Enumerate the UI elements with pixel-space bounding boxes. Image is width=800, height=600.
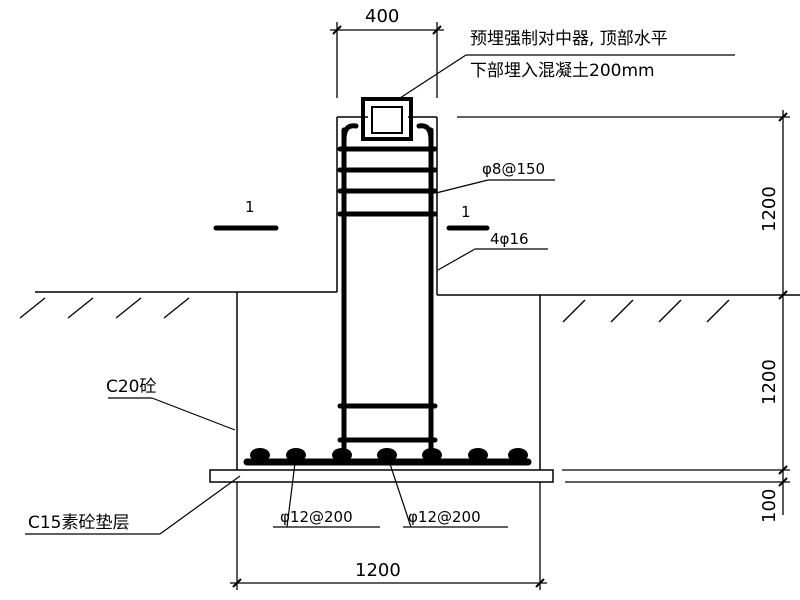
foundation-outline (236, 292, 541, 470)
ground-line (35, 291, 800, 296)
dim-base-width (230, 482, 547, 590)
section-marker-left: 1 (213, 198, 279, 231)
section-label-right: 1 (461, 203, 471, 221)
dim-post-width (330, 22, 444, 98)
post-outline (336, 116, 438, 295)
main-bars-label: 4φ16 (490, 230, 529, 248)
centering-device (361, 97, 413, 141)
bedding-layer-label: C15素砼垫层 (28, 513, 130, 533)
ground-hatch (19, 297, 730, 323)
stirrups (337, 146, 438, 443)
rebar-label-right: φ12@200 (408, 508, 481, 526)
leader-lines (25, 54, 735, 535)
rebar-label-left: φ12@200 (280, 508, 353, 526)
section-label-left: 1 (245, 198, 255, 216)
dim-height-below: 1200 (759, 359, 780, 405)
dim-post-width-label: 400 (365, 6, 399, 27)
dim-base-width-label: 1200 (355, 560, 401, 581)
main-bars (341, 123, 434, 455)
dim-bedding: 100 (759, 489, 780, 523)
section-marker-right: 1 (446, 203, 490, 231)
bedding-layer (209, 469, 554, 483)
note-line-2: 下部埋入混凝土200mm (470, 61, 655, 81)
stirrup-label: φ8@150 (482, 160, 545, 178)
note-line-1: 预埋强制对中器, 顶部水平 (470, 29, 668, 49)
concrete-label: C20砼 (106, 377, 157, 397)
dim-vertical (457, 110, 790, 515)
dim-height-above: 1200 (759, 186, 780, 232)
